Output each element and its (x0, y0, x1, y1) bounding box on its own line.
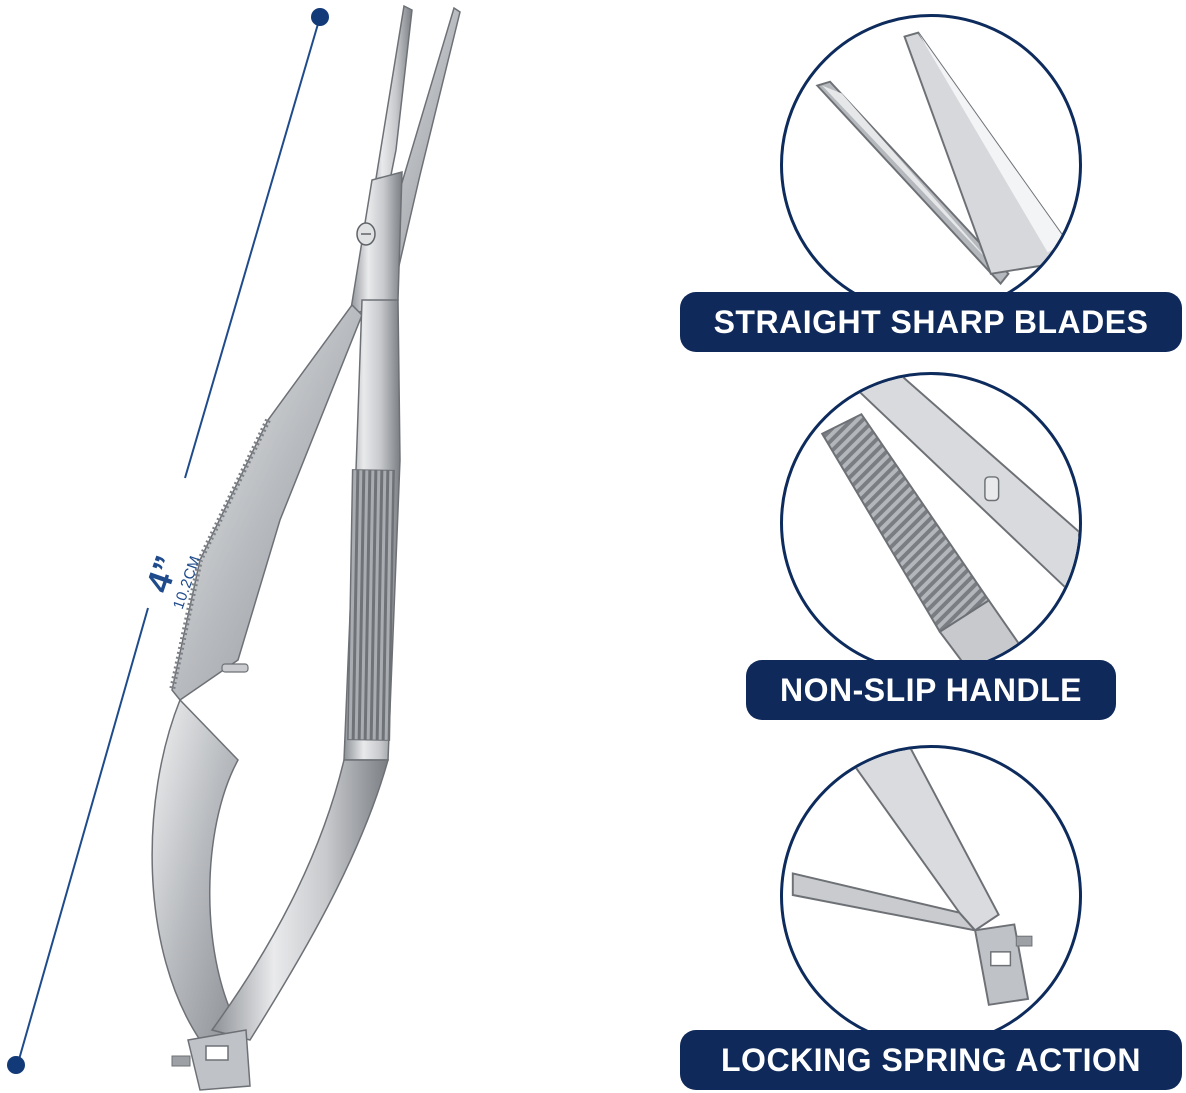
measurement-end-dot-top (311, 8, 329, 26)
stop-pin (221, 663, 249, 673)
grip-texture (347, 469, 395, 741)
spring-right (210, 759, 389, 1041)
feature-label-blades: STRAIGHT SHARP BLADES (680, 292, 1182, 352)
measurement-line-lower (17, 607, 149, 1064)
feature-circle-handle (780, 372, 1082, 674)
measurement-end-dot-bottom (7, 1056, 25, 1074)
blade-tips-closeup-icon (815, 31, 1069, 286)
pivot-body (349, 171, 403, 317)
feature-label-spring: LOCKING SPRING ACTION (680, 1030, 1182, 1090)
scissors-illustration (7, 4, 461, 1091)
feature-label-handle: NON-SLIP HANDLE (746, 660, 1116, 720)
measurement-line-upper (184, 16, 321, 479)
feature-circle-blades (780, 14, 1082, 316)
spring-lock-closeup-icon (791, 748, 1033, 1006)
feature-circle-spring (780, 745, 1082, 1047)
serrated-grip-closeup-icon (820, 375, 1079, 671)
spring-loop (151, 698, 242, 1041)
